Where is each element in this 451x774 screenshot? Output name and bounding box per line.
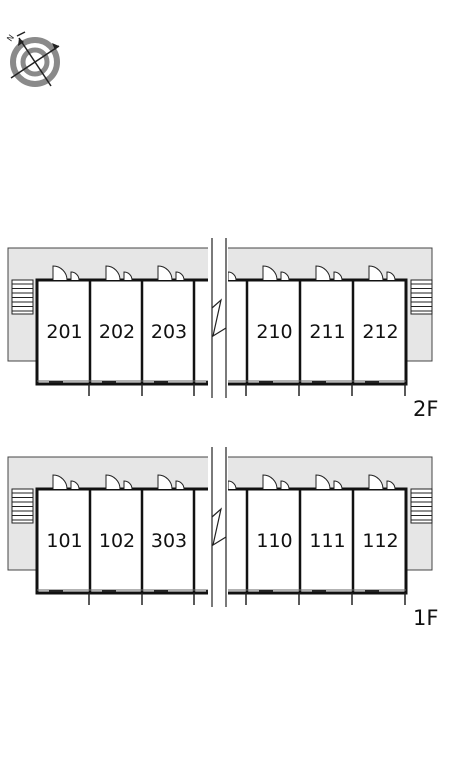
unit-label: 101 [46,530,82,552]
unit-label: 211 [309,321,345,343]
floor-label: 2F [413,397,438,421]
omission-break-icon [211,298,227,338]
door-icon [315,474,343,490]
compass-north-label: N [5,33,16,43]
compass-icon: N [5,31,60,87]
floor-1f: 101 102 303 110 111 112 1F [7,447,438,630]
door-icon [368,474,396,490]
door-icon [105,474,133,490]
unit-label: 212 [362,321,398,343]
door-icon [157,474,185,490]
door-icon [157,265,185,281]
door-icon [368,265,396,281]
door-icon [52,474,80,490]
door-icon [262,265,290,281]
unit-label: 110 [256,530,292,552]
staircase-icon [410,279,433,315]
omission-break-icon [211,507,227,547]
unit-label: 112 [362,530,398,552]
door-icon [262,474,290,490]
floor-label: 1F [413,606,438,630]
door-icon [315,265,343,281]
staircase-icon [410,488,433,524]
door-icon [52,265,80,281]
unit-label: 102 [99,530,135,552]
unit-label: 201 [46,321,82,343]
door-icon [105,265,133,281]
floor-2f: 201 202 203 210 211 212 2F [7,238,438,421]
unit-label: 111 [309,530,345,552]
staircase-icon [11,279,34,315]
unit-label: 210 [256,321,292,343]
staircase-icon [11,488,34,524]
unit-label: 203 [151,321,187,343]
unit-label: 202 [99,321,135,343]
unit-label: 303 [151,530,187,552]
